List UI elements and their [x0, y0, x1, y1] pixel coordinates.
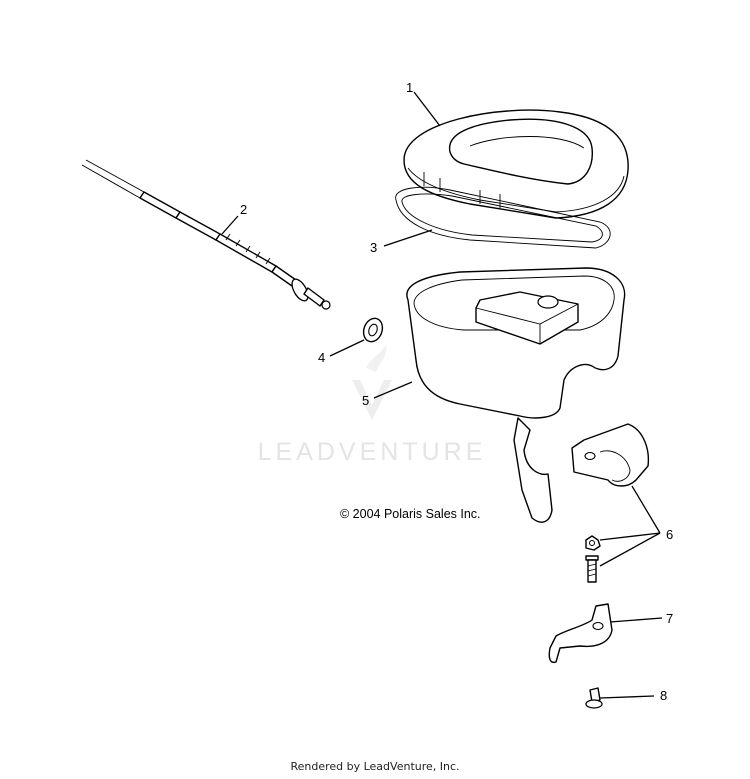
footer-credit: Rendered by LeadVenture, Inc. [290, 760, 460, 773]
callout-1: 1 [406, 80, 413, 95]
callouts: 1 2 3 4 5 6 7 8 [240, 80, 673, 703]
copyright-notice: © 2004 Polaris Sales Inc. [340, 507, 481, 521]
part-4-washer [362, 317, 384, 343]
part-1-cover [403, 109, 629, 219]
callout-7: 7 [666, 611, 673, 626]
part-2-cable [81, 159, 331, 310]
leader-lines [221, 91, 663, 699]
part-7-lever [548, 603, 613, 664]
watermark: LEADVENTURE [258, 344, 487, 466]
callout-6: 6 [666, 527, 673, 542]
watermark-text: LEADVENTURE [258, 438, 487, 466]
part-6-clamp-assembly [571, 423, 650, 583]
callout-8: 8 [660, 688, 667, 703]
callout-5: 5 [362, 393, 369, 408]
part-8-rivet [585, 687, 603, 709]
callout-4: 4 [318, 350, 325, 365]
leadventure-logo-icon [352, 344, 392, 420]
callout-3: 3 [370, 240, 377, 255]
part-5-housing [406, 267, 626, 523]
part-3-gasket [395, 186, 611, 249]
callout-2: 2 [240, 202, 247, 217]
